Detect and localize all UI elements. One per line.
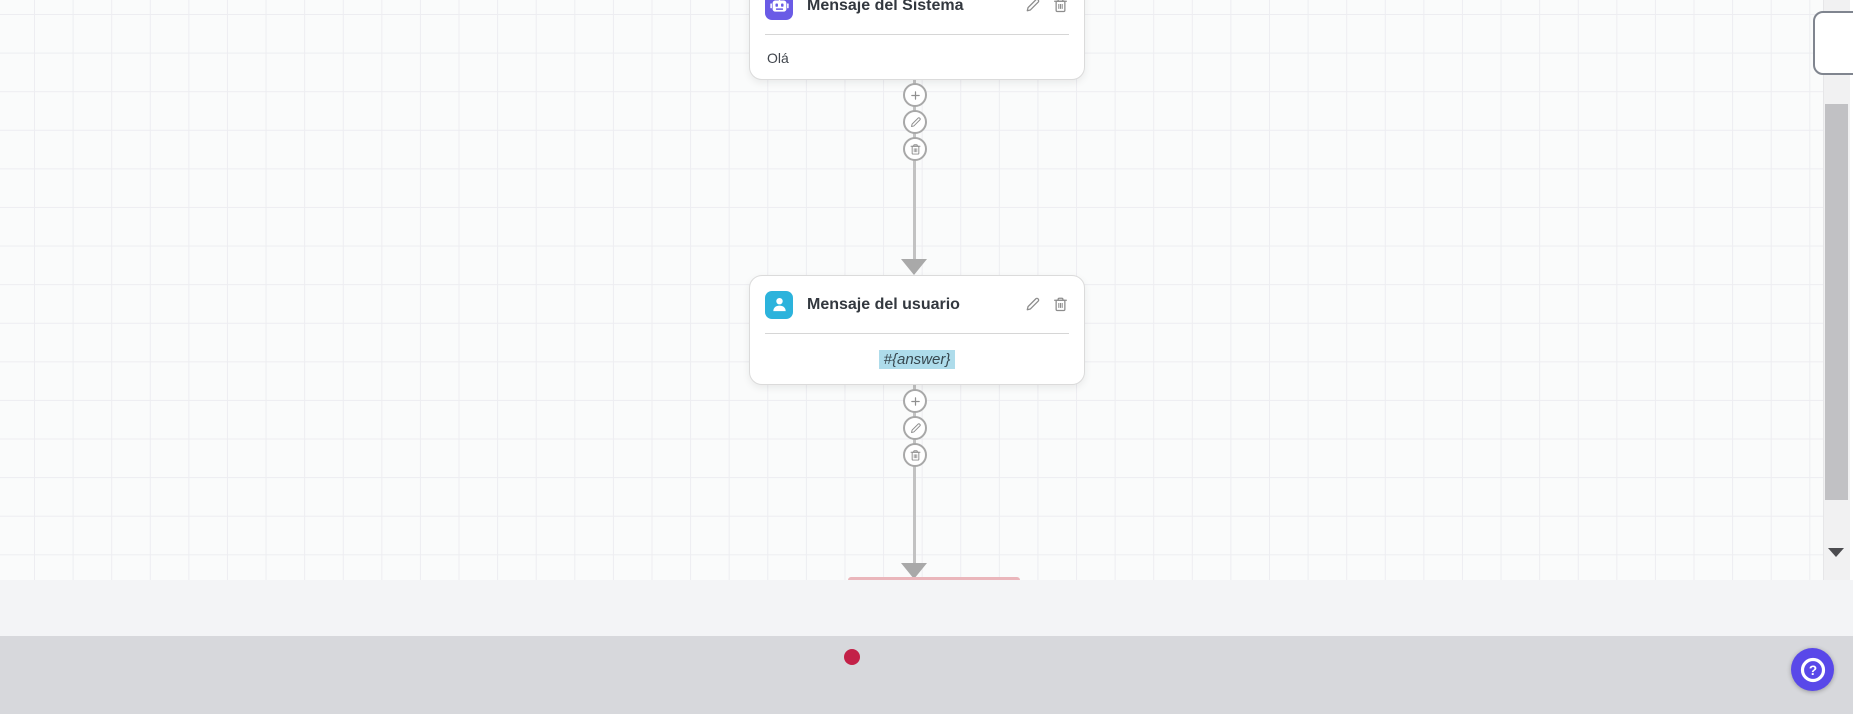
pencil-icon [1026, 0, 1040, 12]
node-title: Mensaje del usuario [807, 295, 960, 313]
edit-step-button[interactable] [903, 416, 927, 440]
flow-canvas[interactable]: Mensaje del Sistema [0, 0, 1823, 580]
bottom-spacer-band [0, 580, 1853, 636]
scrollbar-down-arrow-icon[interactable] [1828, 548, 1844, 557]
help-button[interactable]: ? [1791, 648, 1834, 691]
add-step-button[interactable] [903, 83, 927, 107]
node-edit-button[interactable] [1024, 296, 1041, 313]
node-content: Olá [767, 49, 789, 66]
trash-icon [1054, 297, 1067, 312]
node-delete-button[interactable] [1052, 296, 1069, 313]
node-header: Mensaje del usuario [765, 276, 1069, 334]
node-edit-button[interactable] [1024, 0, 1041, 14]
node-content: #{answer} [750, 334, 1084, 385]
pencil-icon [910, 116, 921, 127]
scrollbar-thumb[interactable] [1825, 104, 1848, 500]
user-icon [765, 290, 793, 319]
pencil-icon [1026, 297, 1040, 311]
unsaved-changes-dot [844, 649, 860, 665]
question-icon: ? [1800, 657, 1825, 682]
answer-variable-chip[interactable]: #{answer} [878, 350, 956, 369]
corner-panel [1813, 11, 1853, 75]
node-user-message[interactable]: Mensaje del usuario [749, 275, 1085, 385]
delete-step-button[interactable] [903, 443, 927, 467]
pencil-icon [910, 422, 921, 433]
connector-line [913, 80, 916, 260]
node-actions [1024, 0, 1069, 14]
node-actions [1024, 296, 1069, 313]
robot-icon [765, 0, 793, 20]
connector-arrow-icon [901, 259, 927, 275]
node-delete-button[interactable] [1052, 0, 1069, 14]
plus-icon [910, 396, 920, 406]
plus-icon [910, 90, 920, 100]
connector-line [913, 385, 916, 564]
trash-icon [910, 449, 920, 461]
add-step-button[interactable] [903, 389, 927, 413]
connector-arrow-icon [901, 563, 927, 579]
bottom-toolbar: Editar Apariencia Recargar Salvar P [0, 636, 1853, 714]
delete-step-button[interactable] [903, 137, 927, 161]
trash-icon [1054, 0, 1067, 13]
next-node-top-edge [848, 577, 1020, 580]
svg-text:?: ? [1808, 662, 1816, 677]
edit-step-button[interactable] [903, 110, 927, 134]
node-system-message[interactable]: Mensaje del Sistema [749, 0, 1085, 80]
node-title: Mensaje del Sistema [807, 0, 964, 14]
node-header: Mensaje del Sistema [765, 0, 1069, 35]
trash-icon [910, 143, 920, 155]
